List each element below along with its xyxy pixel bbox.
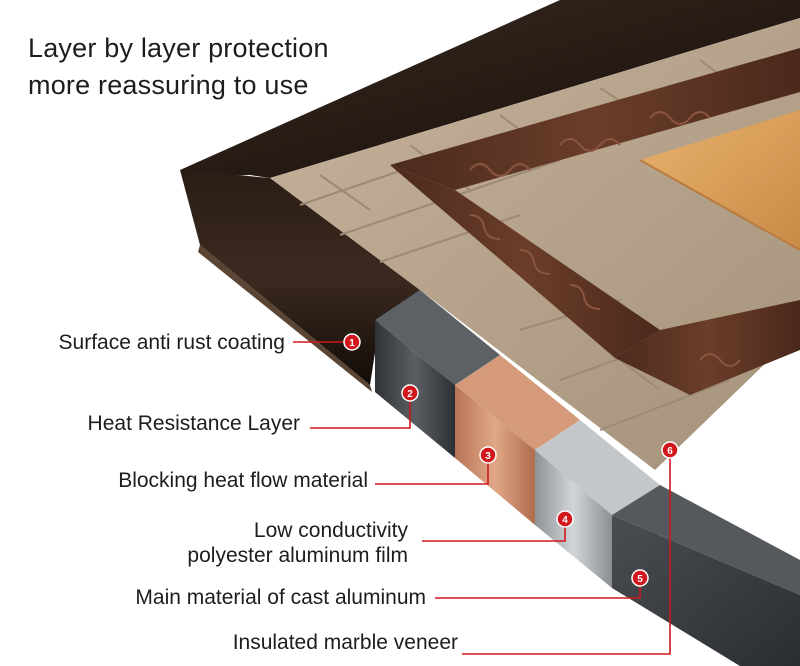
orange-tile-seam — [639, 159, 800, 251]
layer-label-3: Blocking heat flow material — [118, 469, 368, 492]
badge-4: 4 — [556, 510, 574, 528]
badge-1: 1 — [343, 333, 361, 351]
layer-label-6: Insulated marble veneer — [232, 631, 458, 654]
layer-label-4-line-2: polyester aluminum film — [187, 544, 408, 567]
bronze-band-lower — [615, 300, 800, 395]
frame-side-rail — [180, 170, 420, 385]
scroll-ornament — [469, 111, 741, 367]
bronze-band-diagonal — [390, 165, 660, 358]
layer-label-4-line-1: Low conductivity — [253, 519, 408, 542]
bronze-band-upper — [390, 48, 800, 190]
badge-3-number: 3 — [485, 451, 491, 462]
badge-2-number: 2 — [407, 389, 413, 400]
badge-6: 6 — [661, 441, 679, 459]
badge-4-number: 4 — [562, 515, 568, 526]
badge-3: 3 — [479, 446, 497, 464]
headline-line-2: more reassuring to use — [28, 70, 309, 100]
layer-blocks — [375, 290, 800, 666]
headline: Layer by layer protection more reassurin… — [28, 30, 329, 104]
badge-5: 5 — [631, 569, 649, 587]
badge-6-number: 6 — [667, 446, 673, 457]
layer-label-5: Main material of cast aluminum — [135, 586, 426, 609]
layer-label-1: Surface anti rust coating — [58, 331, 285, 354]
badge-2: 2 — [401, 384, 419, 402]
orange-center-tile — [640, 110, 800, 250]
badge-1-number: 1 — [349, 338, 355, 349]
frame-top-edge — [180, 0, 800, 178]
layer-label-4: Low conductivity polyester aluminum film — [187, 518, 408, 568]
headline-line-1: Layer by layer protection — [28, 33, 329, 63]
frame-groove-highlight — [198, 245, 372, 392]
layer-label-2: Heat Resistance Layer — [87, 412, 300, 435]
badge-5-number: 5 — [637, 574, 643, 585]
